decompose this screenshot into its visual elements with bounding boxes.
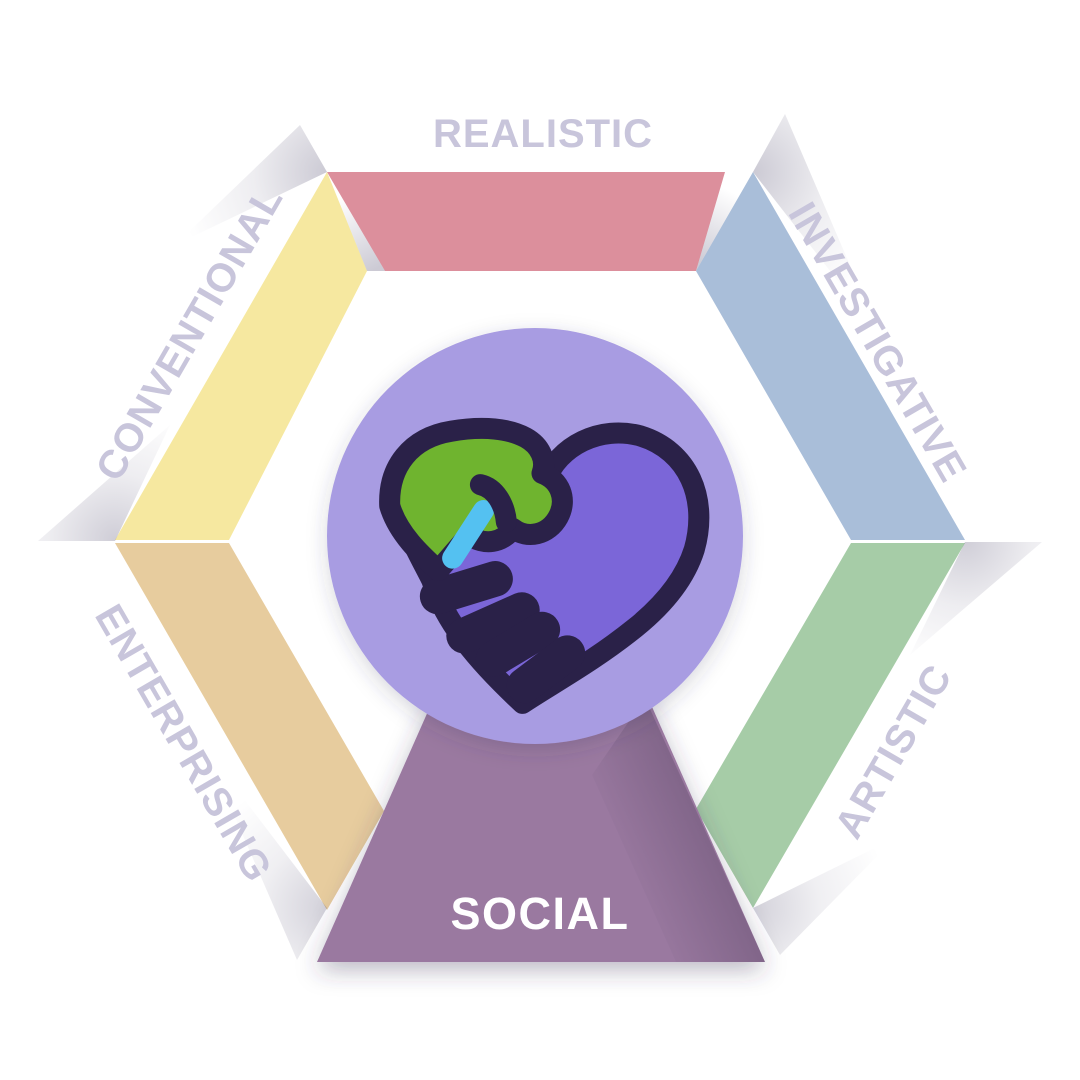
segment-enterprising[interactable] <box>115 543 384 910</box>
corner-shadow-top-left <box>175 125 327 245</box>
corner-shadow-top-right <box>753 114 880 335</box>
segment-social-edge-shade <box>592 698 765 962</box>
segment-conventional[interactable] <box>115 172 367 540</box>
cuff-stripe <box>442 500 495 569</box>
label-realistic: REALISTIC <box>433 112 653 156</box>
segment-artistic[interactable] <box>696 543 965 908</box>
corner-shadow-bottom-left <box>205 748 327 960</box>
corner-shadow-right <box>910 542 1042 655</box>
fingers <box>419 561 586 704</box>
thumb-line <box>469 474 517 533</box>
segment-realistic[interactable] <box>327 172 725 271</box>
fold-wedge-top-left <box>327 172 385 271</box>
corner-shadow-bottom-right <box>753 838 895 955</box>
corner-shadow-left <box>38 425 170 541</box>
segment-investigative[interactable] <box>696 172 965 540</box>
fold-wedge-top-right <box>696 172 753 271</box>
label-social: SOCIAL <box>450 888 629 939</box>
handshake-heart-icon <box>379 417 710 714</box>
